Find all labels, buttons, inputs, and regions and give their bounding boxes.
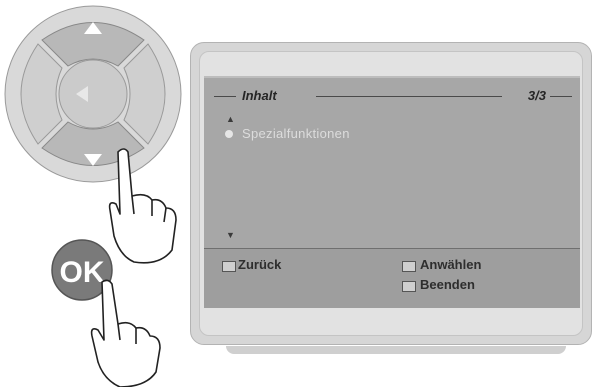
dpad <box>4 5 182 183</box>
ok-button-label: OK <box>60 256 105 289</box>
header-line-left <box>214 96 236 97</box>
ok-button[interactable]: OK <box>51 239 113 301</box>
exit-key-icon <box>402 281 416 292</box>
menu-item-spezialfunktionen[interactable]: Spezialfunktionen <box>242 126 350 141</box>
osd-page-count: 3/3 <box>527 88 546 103</box>
osd-screen: Inhalt 3/3 ▲ Spezialfunktionen ▼ Zurück … <box>204 76 580 308</box>
exit-label[interactable]: Beenden <box>420 277 475 292</box>
remote-illustration: OK <box>4 5 182 387</box>
dpad-right-button[interactable] <box>123 43 166 145</box>
dpad-up-button[interactable] <box>41 22 145 67</box>
hand-pointer-icon <box>108 148 177 264</box>
scroll-up-icon: ▲ <box>226 114 235 124</box>
header-line-mid <box>316 96 502 97</box>
osd-title: Inhalt <box>242 88 277 103</box>
arrow-down-icon <box>84 154 102 166</box>
tv-stand <box>226 346 566 354</box>
arrow-up-icon <box>84 22 102 34</box>
select-key-icon <box>402 261 416 272</box>
back-key-icon <box>222 261 236 272</box>
dpad-center-button[interactable] <box>58 59 128 129</box>
scroll-down-icon: ▼ <box>226 230 235 240</box>
menu-item-bullet-icon <box>225 130 233 138</box>
osd-footer: Zurück Anwählen Beenden <box>204 248 580 308</box>
arrow-left-icon <box>76 86 88 102</box>
dpad-left-button[interactable] <box>20 43 63 145</box>
header-line-right <box>550 96 572 97</box>
select-label[interactable]: Anwählen <box>420 257 482 272</box>
hand-pointer-icon <box>90 279 161 387</box>
back-label[interactable]: Zurück <box>238 257 282 272</box>
